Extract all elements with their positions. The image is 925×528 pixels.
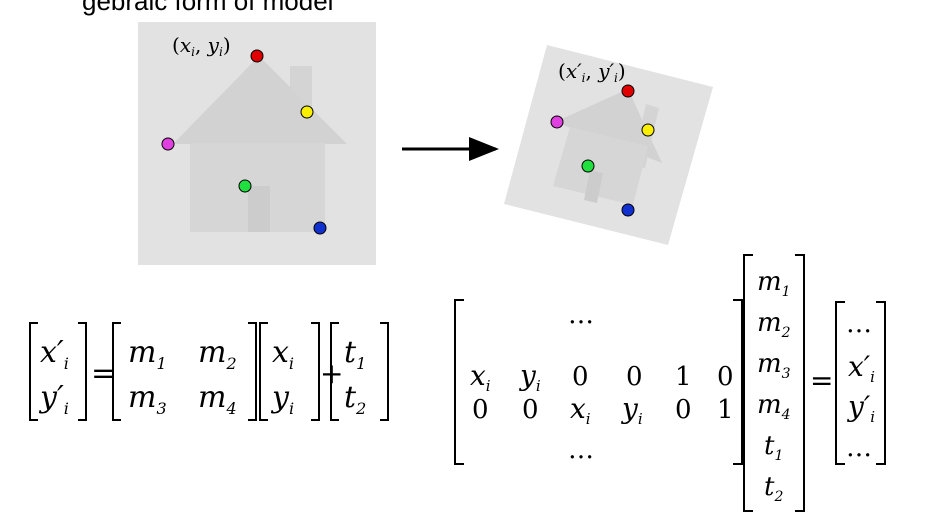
affine-equation-text: x′i y′i = m1 m2 m3 m4 xi yi + t1 t2 <box>38 335 366 418</box>
t-bracket-right <box>380 322 389 421</box>
a-r1-c4: 0 <box>626 362 643 392</box>
r-y-prime: y′i <box>846 390 875 426</box>
left-image-panel: (xi, yi) <box>138 22 376 265</box>
a-ellipsis-bottom: … <box>568 435 594 465</box>
t2: t2 <box>344 380 366 418</box>
plus-sign: + <box>320 357 343 390</box>
m1: m1 <box>128 335 167 373</box>
a-bracket-left <box>454 299 464 465</box>
u-t1: t1 <box>764 431 783 464</box>
vec-y: yi <box>270 380 294 418</box>
v-bracket-right <box>311 322 320 421</box>
point-blue <box>313 221 327 235</box>
a-r1-c2: yi <box>518 359 541 395</box>
m-bracket-right <box>248 322 257 421</box>
t1: t1 <box>344 335 366 373</box>
point-green <box>238 179 252 193</box>
u-t2: t2 <box>764 472 783 505</box>
house-roof <box>173 56 347 144</box>
u-m1: m1 <box>757 267 791 300</box>
a-r2-c3: xi <box>570 392 591 428</box>
a-r2-c2: 0 <box>522 395 539 425</box>
r-ellipsis-top: … <box>846 309 872 339</box>
a-r2-c5: 0 <box>675 395 692 425</box>
u-m3: m3 <box>757 349 791 382</box>
point-red-transformed <box>621 84 635 98</box>
lhs-bracket-right <box>78 322 87 421</box>
m2: m2 <box>198 335 237 373</box>
r-x-prime: x′i <box>848 350 875 386</box>
a-r1-c6: 0 <box>717 362 734 392</box>
m3: m3 <box>128 380 167 418</box>
linear-system-brackets <box>454 254 886 512</box>
lhs-x-prime: x′i <box>40 335 69 373</box>
u-bracket-left <box>743 254 753 512</box>
m-bracket-left <box>112 322 121 421</box>
point-yellow <box>300 105 314 119</box>
r-ellipsis-bottom: … <box>846 433 872 463</box>
point-green-transformed <box>581 159 595 173</box>
equals-sign-left: = <box>91 356 116 391</box>
affine-equation <box>29 322 389 421</box>
transformed-door <box>584 170 603 203</box>
transformed-body <box>553 127 648 205</box>
lbl-x: x <box>180 33 191 57</box>
u-m2: m2 <box>757 308 791 341</box>
u-bracket-right <box>795 254 805 512</box>
linear-system-text: … … xi yi 0 0 1 0 0 0 xi yi 0 1 m1 m2 m3… <box>470 267 875 505</box>
a-r2-c6: 1 <box>717 395 734 425</box>
left-point-label: (xi, yi) <box>172 33 231 59</box>
t-bracket-left <box>330 322 339 421</box>
point-red <box>250 49 264 63</box>
a-r1-c3: 0 <box>572 362 589 392</box>
r-bracket-left <box>835 301 845 465</box>
right-point-label: (x′i, y′i) <box>558 59 626 85</box>
a-r2-c1: 0 <box>472 395 489 425</box>
heading-fragment: gebraic form of model <box>82 0 334 16</box>
v-bracket-left <box>259 322 268 421</box>
r-bracket-right <box>876 301 886 465</box>
equals-sign-right: = <box>810 364 833 397</box>
m4: m4 <box>198 380 237 418</box>
point-yellow-transformed <box>641 123 655 137</box>
a-bracket-right <box>733 299 743 465</box>
u-m4: m4 <box>757 390 791 423</box>
a-ellipsis-top: … <box>568 300 594 330</box>
lhs-y-prime: y′i <box>38 380 69 418</box>
lhs-bracket-left <box>29 322 38 421</box>
a-r1-c5: 1 <box>675 362 692 392</box>
point-blue-transformed <box>621 203 635 217</box>
point-magenta-transformed <box>550 115 564 129</box>
vec-x: xi <box>272 335 294 373</box>
house-shape <box>173 56 347 232</box>
right-image-panel: (x′i, y′i) <box>504 45 713 245</box>
point-magenta <box>161 137 175 151</box>
a-r1-c1: xi <box>470 359 491 395</box>
a-r2-c4: yi <box>620 392 643 428</box>
house-door <box>248 186 270 232</box>
